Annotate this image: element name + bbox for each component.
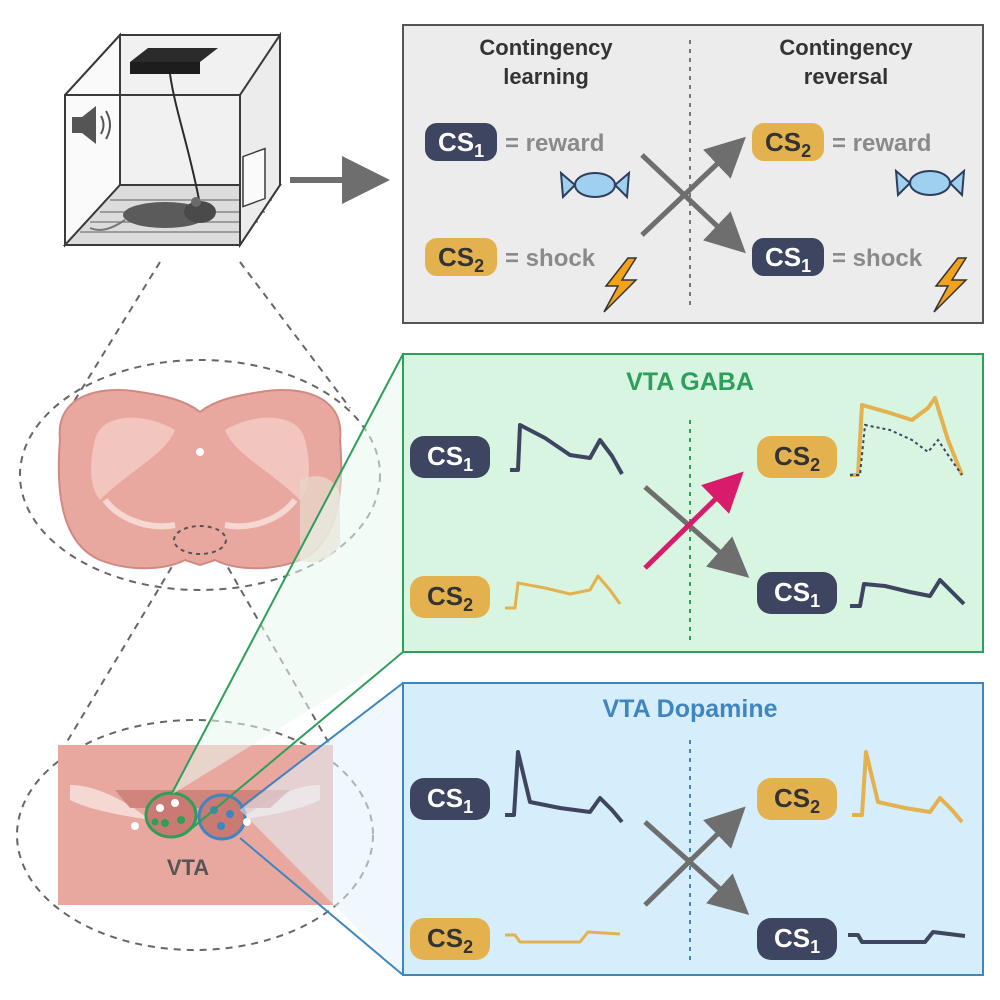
- cs-label: CS2: [765, 127, 811, 161]
- da-cs1-trace-reversal: [848, 930, 966, 944]
- speaker-icon: [72, 106, 111, 144]
- cs-label: CS1: [427, 783, 473, 817]
- cs-label: CS1: [438, 127, 484, 161]
- cs-label: CS2: [427, 923, 473, 957]
- cross-arrow: [640, 153, 746, 254]
- lightning-icon: [603, 257, 638, 313]
- cs-label: CS1: [765, 242, 811, 276]
- cs-label: CS2: [438, 242, 484, 276]
- lightning-icon: [933, 257, 968, 313]
- cross-arrow: [643, 820, 750, 915]
- gaba-cs2-trace-reference: [850, 423, 963, 476]
- cs-label: CS1: [427, 441, 473, 475]
- cross-arrow: [640, 136, 746, 237]
- panel-connectors: [170, 353, 404, 976]
- cross-arrow: [643, 806, 746, 907]
- dopamine-neuron-cluster: [197, 793, 247, 841]
- candy-icon: [894, 168, 966, 198]
- learning-cs1-row: CS1 = reward: [425, 123, 604, 161]
- da-right-cs1: CS1: [757, 918, 837, 960]
- contingency-panel: Contingency learning Contingency reversa…: [402, 24, 984, 324]
- cross-arrow: [643, 485, 750, 578]
- gaba-left-cs1: CS1: [410, 436, 490, 478]
- gaba-right-cs2: CS2: [757, 436, 837, 478]
- cs-outcome-text: = reward: [832, 130, 931, 157]
- learning-title-line2: learning: [503, 64, 589, 89]
- gaba-cs1-trace-reversal: [850, 578, 966, 608]
- da-left-cs1: CS1: [410, 778, 490, 820]
- da-cs2-trace-learning: [505, 930, 621, 944]
- behavior-box-illustration: [62, 31, 282, 249]
- da-left-cs2: CS2: [410, 918, 490, 960]
- reversal-cs1-row: CS1 = shock: [752, 238, 923, 276]
- dopamine-panel-title: VTA Dopamine: [602, 695, 777, 723]
- cs-outcome-text: = reward: [505, 130, 604, 157]
- cs-label: CS1: [774, 923, 820, 957]
- vta-label: VTA: [167, 855, 209, 880]
- cs-outcome-text: = shock: [832, 245, 923, 272]
- vta-gaba-panel: VTA GABA CS1 CS2 CS2 CS1: [402, 353, 984, 653]
- learning-cs2-row: CS2 = shock: [425, 238, 596, 276]
- cs-label: CS2: [774, 783, 820, 817]
- vta-dopamine-panel: VTA Dopamine CS1 CS2 CS2 CS1: [402, 682, 984, 976]
- gaba-panel-title: VTA GABA: [626, 368, 754, 396]
- da-cs2-trace-reversal: [852, 750, 964, 824]
- mouse-icon: [89, 197, 216, 231]
- learning-title-line1: Contingency: [479, 35, 613, 60]
- gaba-left-cs2: CS2: [410, 576, 490, 618]
- da-right-cs2: CS2: [757, 778, 837, 820]
- cs-outcome-text: = shock: [505, 245, 596, 272]
- cs-label: CS1: [774, 577, 820, 611]
- da-cs1-trace-learning: [505, 750, 624, 824]
- candy-icon: [559, 170, 631, 200]
- increase-arrow: [643, 471, 744, 570]
- gaba-right-cs1: CS1: [757, 572, 837, 614]
- cs-label: CS2: [427, 581, 473, 615]
- gaba-cs2-trace-learning: [505, 574, 622, 610]
- gaba-cs2-trace-reversal: [850, 396, 964, 477]
- reversal-title-line2: reversal: [804, 64, 888, 89]
- cs-label: CS2: [774, 441, 820, 475]
- brain-section-illustration: [19, 359, 381, 591]
- reversal-title-line1: Contingency: [779, 35, 913, 60]
- gaba-cs1-trace-learning: [510, 423, 624, 475]
- reversal-cs2-row: CS2 = reward: [752, 123, 931, 161]
- zoom-lines: [64, 261, 351, 746]
